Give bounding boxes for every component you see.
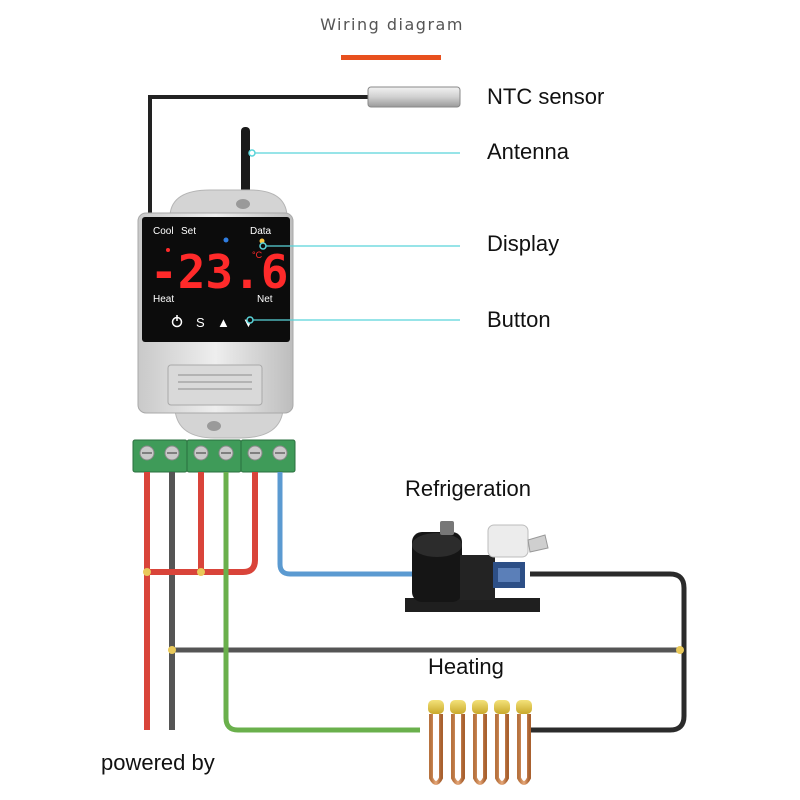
button-callout-dot [246,316,254,324]
heating-elements-icon [428,700,532,785]
mounting-hole-top [236,199,250,209]
wire-refrigeration-blue [277,472,420,577]
wire-junction [168,646,176,654]
wire-junction [676,646,684,654]
status-led-icon [223,237,229,243]
display-callout-dot [259,242,267,250]
title-underline [341,55,441,60]
celsius-icon: °C [252,250,263,260]
antenna-label: Antenna [487,139,570,164]
temperature-reading: -23.6 [150,245,288,299]
set-button[interactable]: S [196,315,205,330]
terminal-block-left [132,439,188,473]
powered-by-label: powered by [101,750,215,775]
wire-live-red-3 [201,472,258,575]
mounting-ear-top [169,189,288,216]
device-grille [167,364,263,406]
mounting-hole-bottom [207,421,221,431]
compressor-icon [405,521,549,612]
status-led-red-icon [166,248,170,252]
wire-junction [197,568,205,576]
diagram-title: Wiring diagram [320,15,464,34]
refrigeration-label: Refrigeration [405,476,531,501]
ntc-sensor-probe [367,86,461,108]
heat-indicator-label: Heat [153,294,174,305]
net-indicator-label: Net [257,294,273,305]
display-panel [142,217,290,342]
button-label: Button [487,307,551,332]
data-indicator-label: Data [250,226,272,237]
data-led-icon [259,238,265,244]
heating-label: Heating [428,654,504,679]
up-button[interactable]: ▲ [217,315,230,330]
display-label: Display [487,231,559,256]
wire-heating-green [223,472,420,733]
ntc-sensor-label: NTC sensor [487,84,604,109]
mounting-ear-bottom [174,409,284,439]
power-button[interactable] [171,315,183,328]
terminal-block-right [240,439,296,473]
sensor-cable [148,95,370,215]
set-indicator-label: Set [181,226,196,237]
terminal-block-middle [186,439,242,473]
antenna-callout-dot [248,149,256,157]
wire-return-black [530,571,687,733]
cool-indicator-label: Cool [153,226,174,237]
wire-junction [143,568,151,576]
